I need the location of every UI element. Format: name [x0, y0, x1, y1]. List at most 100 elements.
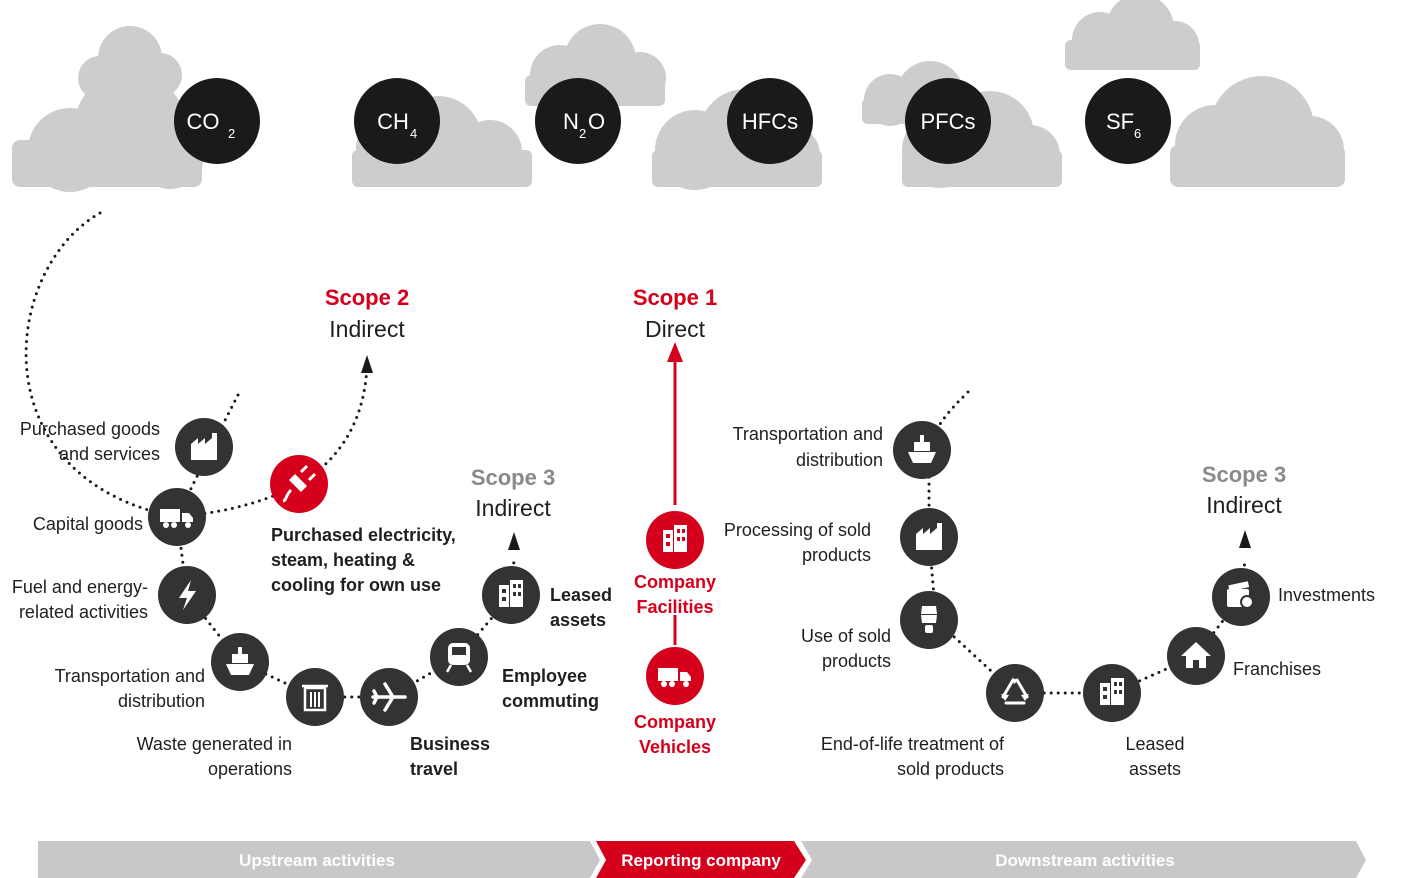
label-fuel-energy: Fuel and energy- related activities: [12, 577, 148, 622]
cloud: [1170, 76, 1345, 187]
svg-text:sold products: sold products: [897, 759, 1004, 779]
svg-text:Use of sold: Use of sold: [801, 626, 891, 646]
scope2-arrowhead: [361, 355, 373, 373]
scope1-title: Scope 1: [633, 285, 717, 310]
ship-icon: [893, 421, 951, 479]
gas-co2: CO 2: [174, 78, 260, 164]
scope3-downstream-title: Scope 3: [1202, 462, 1286, 487]
scope3-downstream-arrowhead: [1239, 530, 1251, 548]
svg-text:assets: assets: [1129, 759, 1181, 779]
svg-text:steam, heating &: steam, heating &: [271, 550, 415, 570]
scope3-downstream-subtitle: Indirect: [1206, 492, 1282, 518]
svg-text:Vehicles: Vehicles: [639, 737, 711, 757]
label-upstream-leased-assets: Leased assets: [550, 585, 612, 630]
scope2-title: Scope 2: [325, 285, 409, 310]
svg-text:distribution: distribution: [796, 450, 883, 470]
scope1-arrow: [667, 342, 683, 645]
svg-text:Processing of sold: Processing of sold: [724, 520, 871, 540]
factory-icon: [175, 418, 233, 476]
svg-text:Business: Business: [410, 734, 490, 754]
svg-text:O: O: [588, 109, 605, 134]
svg-text:Purchased electricity,: Purchased electricity,: [271, 525, 456, 545]
svg-text:Purchased goods: Purchased goods: [20, 419, 160, 439]
building-icon: [482, 566, 540, 624]
svg-text:2: 2: [579, 126, 586, 141]
svg-text:CH: CH: [377, 109, 409, 134]
cloud: [12, 72, 204, 192]
label-use-of-sold-products: Use of sold products: [801, 626, 891, 671]
scope3-upstream-arrowhead: [508, 532, 520, 550]
lightning-icon: [158, 566, 216, 624]
label-purchased-goods: Purchased goods and services: [20, 419, 160, 464]
gas-sf6: SF 6: [1085, 78, 1171, 164]
label-company-vehicles: Company Vehicles: [634, 712, 716, 757]
label-upstream-transport: Transportation and distribution: [55, 666, 205, 711]
building-icon: [1083, 664, 1141, 722]
lightbulb-icon: [900, 591, 958, 649]
svg-text:cooling for own use: cooling for own use: [271, 575, 441, 595]
svg-text:Company: Company: [634, 712, 716, 732]
svg-text:Waste generated in: Waste generated in: [137, 734, 292, 754]
svg-text:operations: operations: [208, 759, 292, 779]
svg-text:assets: assets: [550, 610, 606, 630]
label-downstream-transport: Transportation and distribution: [733, 424, 883, 470]
svg-text:and services: and services: [59, 444, 160, 464]
svg-text:Transportation and: Transportation and: [55, 666, 205, 686]
gas-pfcs: PFCs: [905, 78, 991, 164]
svg-text:CO: CO: [187, 109, 220, 134]
svg-text:Facilities: Facilities: [636, 597, 713, 617]
upstream-return-path: [24, 211, 179, 519]
upstream-chain-path: [175, 393, 516, 699]
svg-text:Fuel and energy-: Fuel and energy-: [12, 577, 148, 597]
upstream-bar-segment: [38, 841, 600, 878]
gas-ch4: CH 4: [354, 78, 440, 164]
svg-text:travel: travel: [410, 759, 458, 779]
label-waste: Waste generated in operations: [137, 734, 292, 779]
svg-text:related activities: related activities: [19, 602, 148, 622]
scope1-subtitle: Direct: [645, 316, 706, 342]
label-purchased-electricity: Purchased electricity, steam, heating & …: [271, 525, 456, 595]
label-franchises: Franchises: [1233, 659, 1321, 679]
svg-text:commuting: commuting: [502, 691, 599, 711]
scope3-upstream-title: Scope 3: [471, 465, 555, 490]
ship-icon: [211, 633, 269, 691]
cloud: [1065, 0, 1200, 70]
svg-text:2: 2: [228, 126, 235, 141]
label-end-of-life: End-of-life treatment of sold products: [821, 734, 1005, 779]
svg-text:Employee: Employee: [502, 666, 587, 686]
scope2-subtitle: Indirect: [329, 316, 405, 342]
company-building-icon: [646, 511, 704, 569]
gas-hfcs: HFCs: [727, 78, 813, 164]
label-employee-commuting: Employee commuting: [502, 666, 599, 711]
money-icon: [1212, 568, 1270, 626]
house-icon: [1167, 627, 1225, 685]
label-processing: Processing of sold products: [724, 520, 871, 565]
svg-text:products: products: [802, 545, 871, 565]
svg-text:6: 6: [1134, 126, 1141, 141]
svg-text:HFCs: HFCs: [742, 109, 798, 134]
label-capital-goods: Capital goods: [33, 514, 143, 534]
upstream-bar-label: Upstream activities: [239, 851, 395, 870]
label-investments: Investments: [1278, 585, 1375, 605]
factory-icon: [900, 508, 958, 566]
airplane-icon: [360, 668, 418, 726]
downstream-bar-label: Downstream activities: [995, 851, 1175, 870]
svg-text:N: N: [563, 109, 579, 134]
plug-icon: [270, 455, 328, 513]
activity-bar: Upstream activities Reporting company Do…: [38, 841, 1366, 878]
trash-icon: [286, 668, 344, 726]
svg-text:SF: SF: [1106, 109, 1134, 134]
svg-text:Company: Company: [634, 572, 716, 592]
svg-text:Leased: Leased: [1125, 734, 1184, 754]
svg-text:Transportation and: Transportation and: [733, 424, 883, 444]
train-icon: [430, 628, 488, 686]
reporting-bar-segment: [596, 841, 806, 878]
svg-text:PFCs: PFCs: [921, 109, 976, 134]
company-truck-icon: [646, 647, 704, 705]
svg-text:End-of-life treatment of: End-of-life treatment of: [821, 734, 1005, 754]
svg-text:4: 4: [410, 126, 417, 141]
reporting-bar-label: Reporting company: [621, 851, 781, 870]
label-downstream-leased-assets: Leased assets: [1125, 734, 1184, 779]
recycle-icon: [986, 664, 1044, 722]
